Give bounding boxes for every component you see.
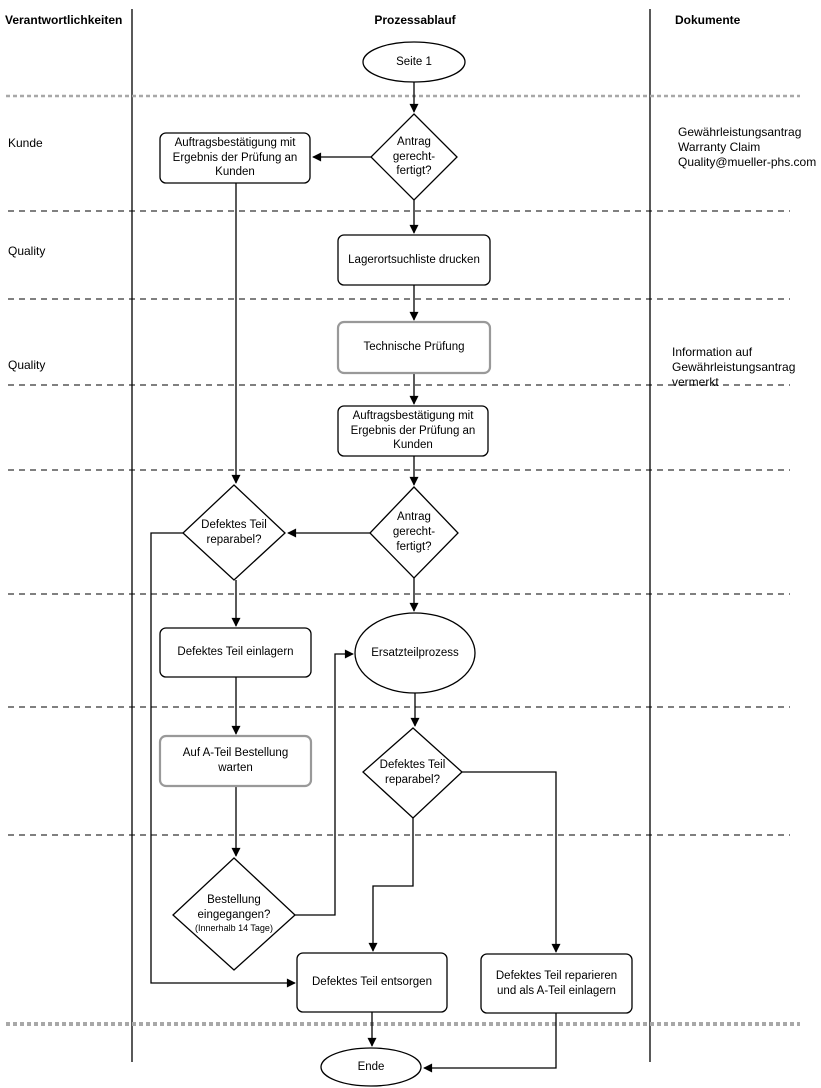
end-ellipse [320, 1047, 422, 1087]
document-note-warranty: Gewährleistungsantrag Warranty Claim Qua… [678, 125, 817, 170]
process-warten-box [158, 734, 313, 788]
ersatzteilprozess-ellipse [354, 612, 476, 694]
decision-antrag2-diamond [369, 486, 459, 579]
process-einlagern-box [159, 627, 312, 678]
connector-reparabel1-to-entsorgen [150, 532, 296, 988]
process-auftrag-mid-box [337, 405, 489, 457]
connector-reparabel2-to-reparieren [462, 771, 561, 953]
decision-reparabel1-diamond [182, 484, 286, 581]
connector-reparieren-to-ende [423, 1013, 557, 1073]
column-header-process: Prozessablauf [374, 13, 456, 27]
process-reparieren-box [480, 953, 633, 1014]
process-entsorgen-box [296, 952, 448, 1013]
lane-label-kunde: Kunde [8, 136, 43, 150]
column-header-responsibilities: Verantwortlichkeiten [5, 13, 123, 27]
decision-antrag1-diamond [370, 113, 458, 201]
document-note-information: Information auf Gewährleistungsantrag ve… [672, 345, 796, 390]
decision-bestellung-diamond [172, 857, 296, 971]
process-auftrag-left-box [159, 132, 311, 184]
start-ellipse [362, 41, 466, 83]
process-technische-box [336, 320, 492, 375]
column-header-documents: Dokumente [675, 13, 741, 27]
lane-label-quality-2: Quality [8, 358, 46, 372]
lane-label-quality-1: Quality [8, 244, 46, 258]
connector-bestellung-to-ersatzteil [295, 649, 354, 916]
process-lagerort-box [337, 234, 491, 286]
connector-reparabel2-to-entsorgen [368, 818, 414, 952]
decision-reparabel2-diamond [362, 727, 463, 819]
